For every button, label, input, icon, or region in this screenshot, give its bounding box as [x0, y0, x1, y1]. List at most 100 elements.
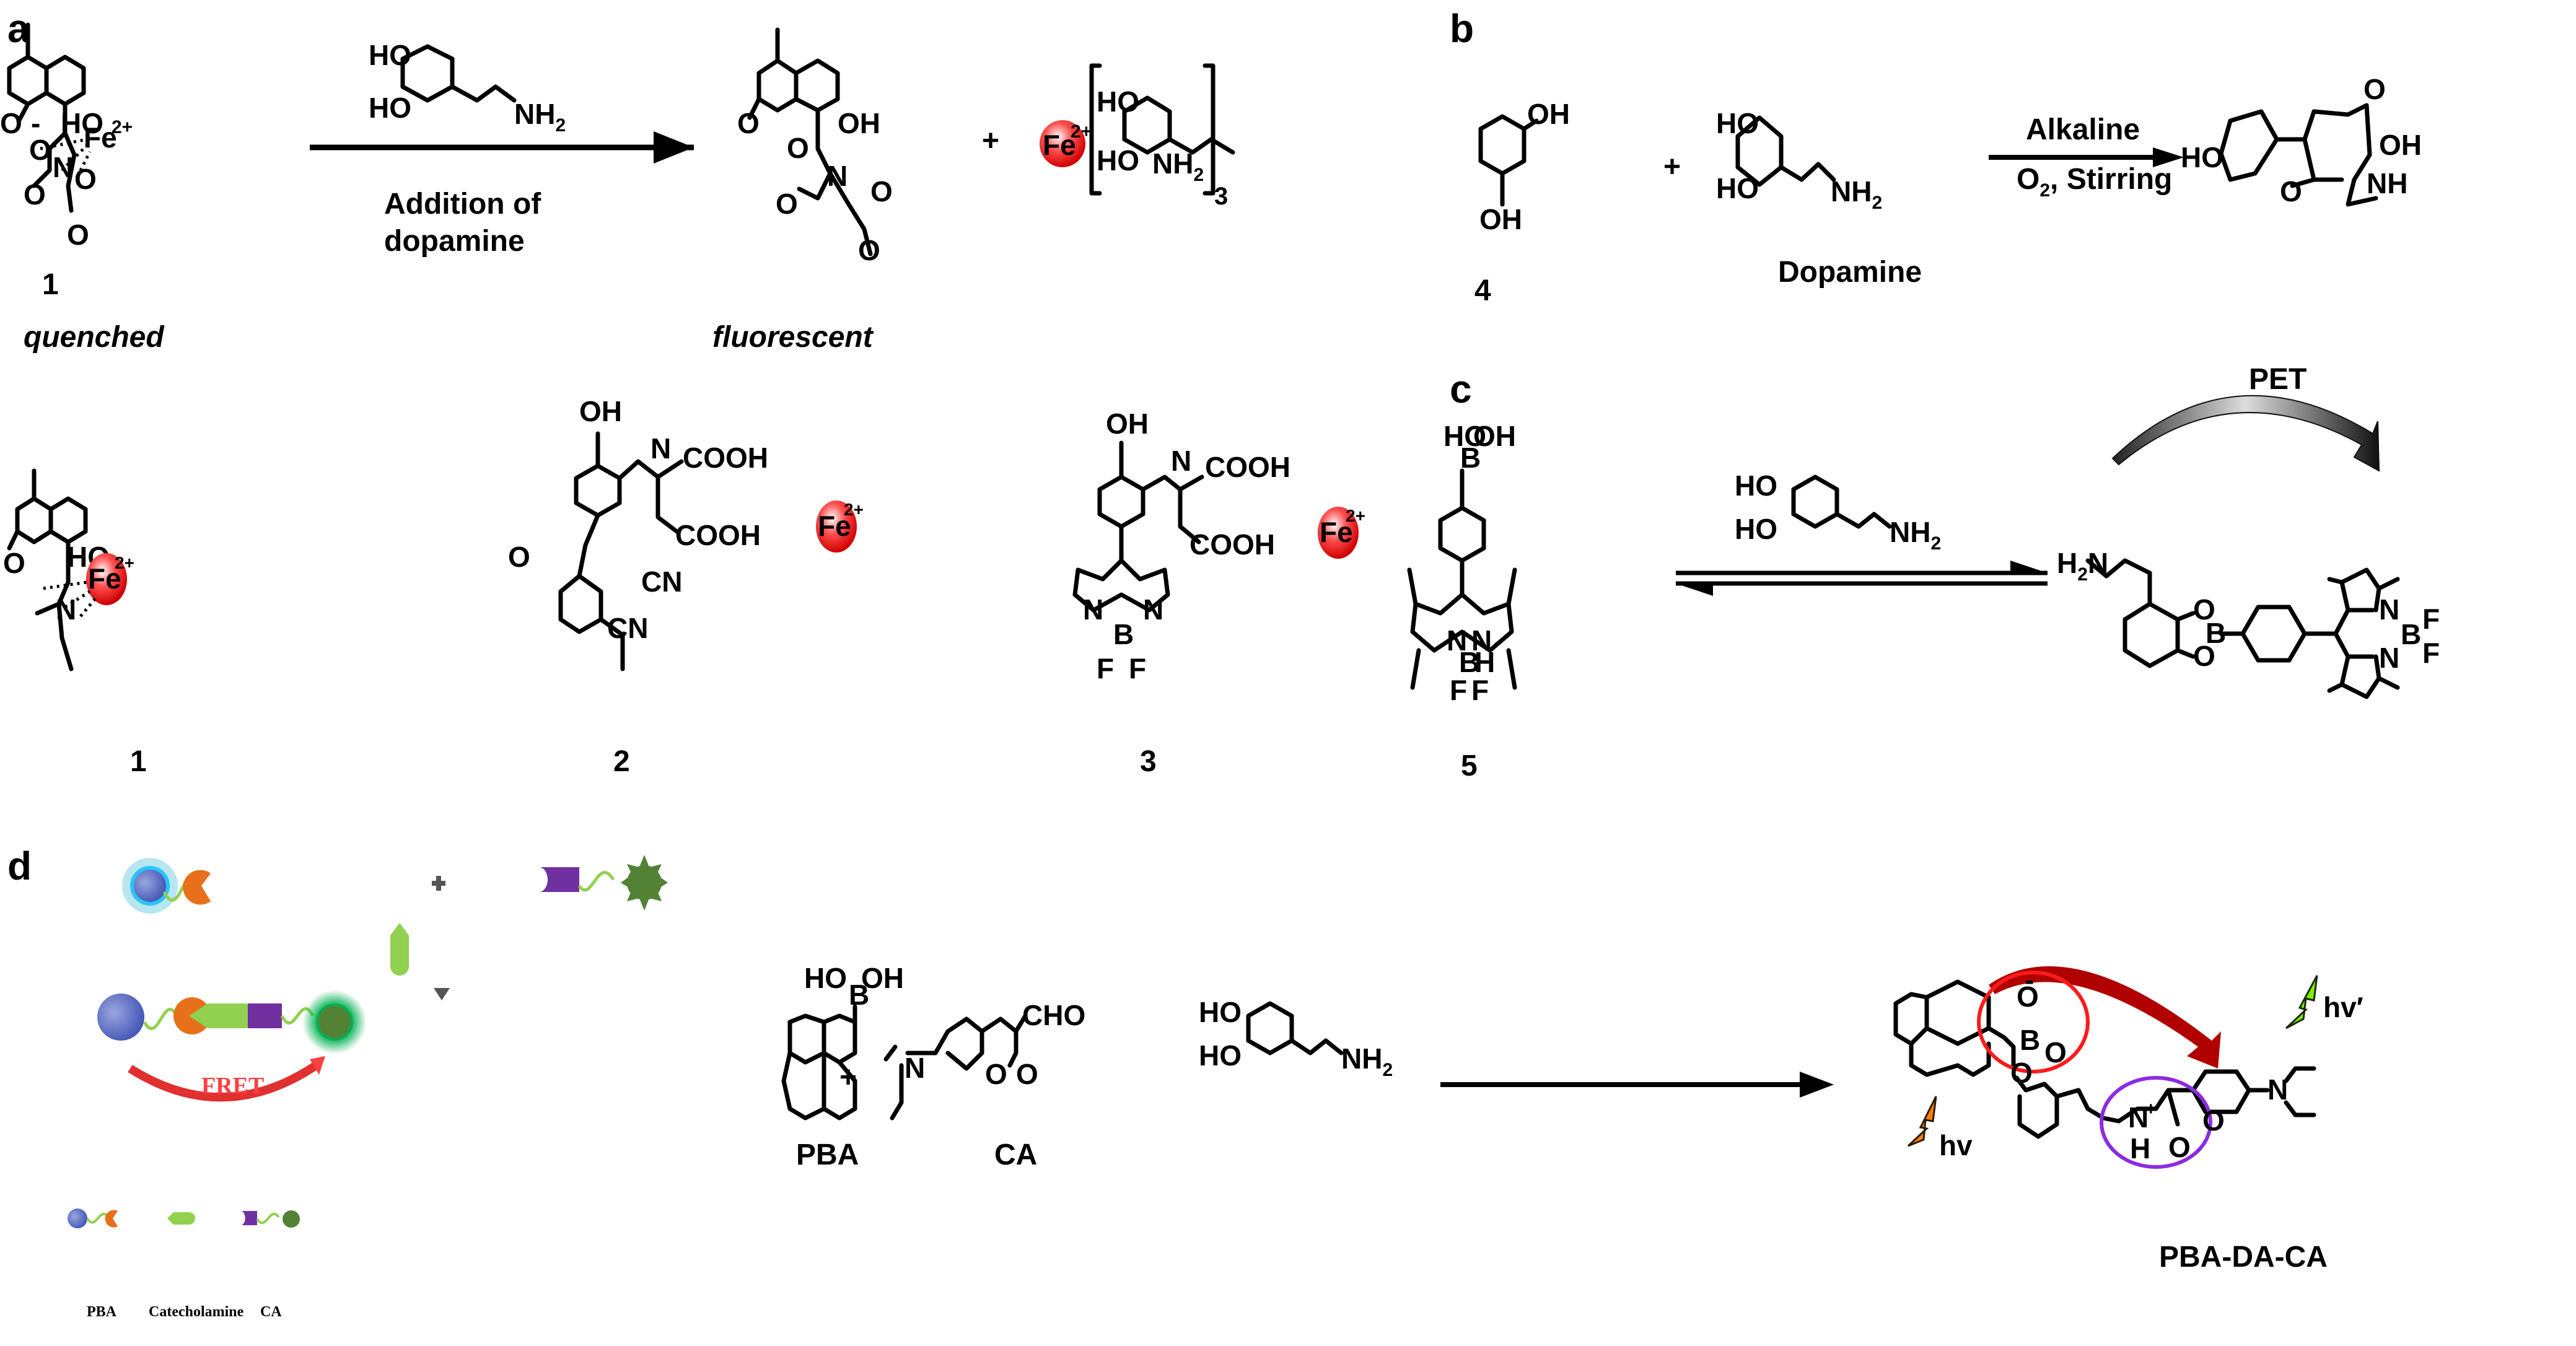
panel-b: b OH OH 4 + HO HO NH2 Dopamine Alkaline …: [1450, 6, 2422, 307]
atom-oh: OH: [2379, 129, 2422, 161]
plus-icon: [432, 876, 445, 891]
atom-o1: O: [2193, 593, 2215, 626]
pba-name: PBA: [796, 1138, 859, 1171]
fe-ion-sphere: [1040, 120, 1085, 167]
atom-n2: N: [1471, 624, 1492, 657]
fe-ion-sphere: [816, 500, 857, 553]
pba-donor-icon: [134, 870, 166, 902]
compound-1-quenched: O HO Fe 2+ O - N O O O 1 quenched: [0, 22, 165, 354]
dopamine-reagent-a: HO HO NH2: [369, 39, 566, 136]
arrow-label-alkaline: Alkaline: [2026, 113, 2140, 146]
atom-o-minus: O: [2017, 981, 2039, 1013]
atom-h: H: [1474, 646, 1495, 678]
atom-f1: F: [1097, 652, 1114, 684]
atom-n1: N: [1447, 624, 1467, 657]
plus-sign-a: +: [982, 125, 999, 157]
atom-ho-bottom: HO: [369, 92, 411, 124]
atom-o2: O: [74, 163, 97, 195]
atom-b: B: [1113, 618, 1134, 650]
product-c-boronate-ester: H2N O O B N N B F F: [2057, 547, 2440, 699]
arrowhead-d: [1800, 1072, 1834, 1098]
arrow-label-line2: dopamine: [384, 225, 525, 258]
atom-cooh2: COOH: [1189, 528, 1275, 561]
atom-o2: O: [2010, 1057, 2033, 1089]
fret-cartoon: FRET PBA Catecholamine CA: [68, 855, 668, 1320]
atom-ho-bottom: HO: [1199, 1039, 1242, 1072]
atom-minus: -: [2025, 964, 2034, 996]
compound-number-1: 1: [42, 268, 59, 301]
atom-n2: N: [1143, 593, 1163, 626]
pba-molecule: HO B OH PBA: [781, 962, 904, 1171]
arrow-label-o2-stirring: O2, Stirring: [2017, 163, 2172, 201]
hv-label: hv: [1939, 1129, 1973, 1161]
atom-plus: +: [2145, 1099, 2157, 1119]
atom-f1: F: [2422, 603, 2440, 635]
atom-b: B: [849, 979, 869, 1011]
atom-o-keto: O: [1016, 1058, 1038, 1090]
atom-o: O: [508, 541, 530, 573]
ca-receptor-icon: [539, 867, 579, 892]
compound-4-resorcinol: OH OH 4: [1474, 98, 1570, 307]
atom-cn1: CN: [641, 566, 682, 598]
atom-carbonyl-o: O: [0, 107, 22, 139]
atom-o-minus: O: [29, 134, 51, 166]
product-pba-da-ca: O - B O O N + H O O N hv hv′ PBA-DA-CA: [1893, 964, 2364, 1274]
complex-subscript: 3: [1214, 183, 1228, 210]
catecholamine-icon: [390, 923, 409, 976]
legend-ca-label: CA: [260, 1304, 282, 1320]
atom-f2: F: [1129, 652, 1146, 684]
compound-3-fe-complex: OH N COOH COOH Fe 2+ N N B F F 3: [1072, 408, 1365, 778]
atom-o-keto: O: [2364, 73, 2386, 105]
atom-minus: -: [31, 107, 40, 139]
legend-catecholamine-icon: [167, 1212, 195, 1225]
atom-o3: O: [67, 219, 89, 251]
atom-o2: O: [858, 234, 880, 266]
panel-a: a O HO Fe 2+ O - N O O O 1 quenched HO H…: [0, 6, 1365, 778]
atom-nh: NH: [2367, 167, 2407, 199]
arrowhead-b: [2153, 147, 2184, 167]
atom-n1: N: [1083, 593, 1103, 626]
legend-pba-label: PBA: [87, 1304, 117, 1320]
fe-dopamine-complex: Fe 2+ HO HO NH2 3: [1040, 63, 1235, 210]
atom-ho: HO: [2181, 141, 2223, 173]
fe-ion-sphere: [1318, 507, 1359, 559]
panel-label-b: b: [1450, 6, 1474, 51]
atom-fe: Fe: [1320, 516, 1353, 548]
dopamine-name: Dopamine: [1778, 256, 1922, 289]
dopamine-b: HO HO NH2 Dopamine: [1716, 107, 1922, 289]
compound-5-bodipy-boronic-acid: HO B OH N N B H F F 5: [1407, 420, 1517, 782]
fluorescent-label: fluorescent: [712, 321, 874, 354]
atom-fe: Fe: [84, 121, 117, 154]
atom-ho-bottom: HO: [1097, 144, 1139, 177]
atom-nh2: NH2: [1341, 1042, 1393, 1080]
atom-o1: O: [776, 188, 798, 220]
atom-oh-bottom: OH: [1479, 203, 1522, 235]
panel-c: c PET HO B OH N N B H F F 5 HO HO NH2: [1407, 363, 2440, 782]
arrowhead-a: [654, 131, 694, 164]
equilibrium-arrows: [1676, 561, 2048, 596]
atom-b: B: [2206, 617, 2226, 649]
atom-n: N: [56, 593, 76, 626]
atom-oh: OH: [1106, 408, 1149, 440]
fret-arrow: [128, 1062, 318, 1102]
atom-oh: OH: [861, 962, 904, 994]
atom-n: N: [827, 160, 848, 192]
atom-f2: F: [1471, 674, 1489, 706]
legend-ca-icon: [242, 1211, 257, 1225]
dopamine-c: HO HO NH2: [1735, 470, 1941, 554]
atom-fe-charge: 2+: [112, 117, 133, 138]
atom-nh2: NH2: [514, 98, 566, 136]
atom-o-minus1: O: [787, 132, 809, 164]
atom-n1: N: [2379, 593, 2399, 626]
atom-fe-charge: 2+: [844, 500, 864, 519]
atom-fe: Fe: [818, 510, 851, 542]
atom-fe: Fe: [88, 562, 121, 595]
atom-oh: OH: [838, 107, 880, 139]
atom-n: N: [2267, 1073, 2288, 1106]
ca-molecule: N O O CHO CA: [883, 999, 1085, 1171]
atom-o2: O: [2193, 640, 2215, 672]
plus-sign-b: +: [1663, 151, 1681, 183]
compound-number-3: 3: [1140, 745, 1157, 778]
ca-acceptor-icon: [621, 855, 668, 911]
